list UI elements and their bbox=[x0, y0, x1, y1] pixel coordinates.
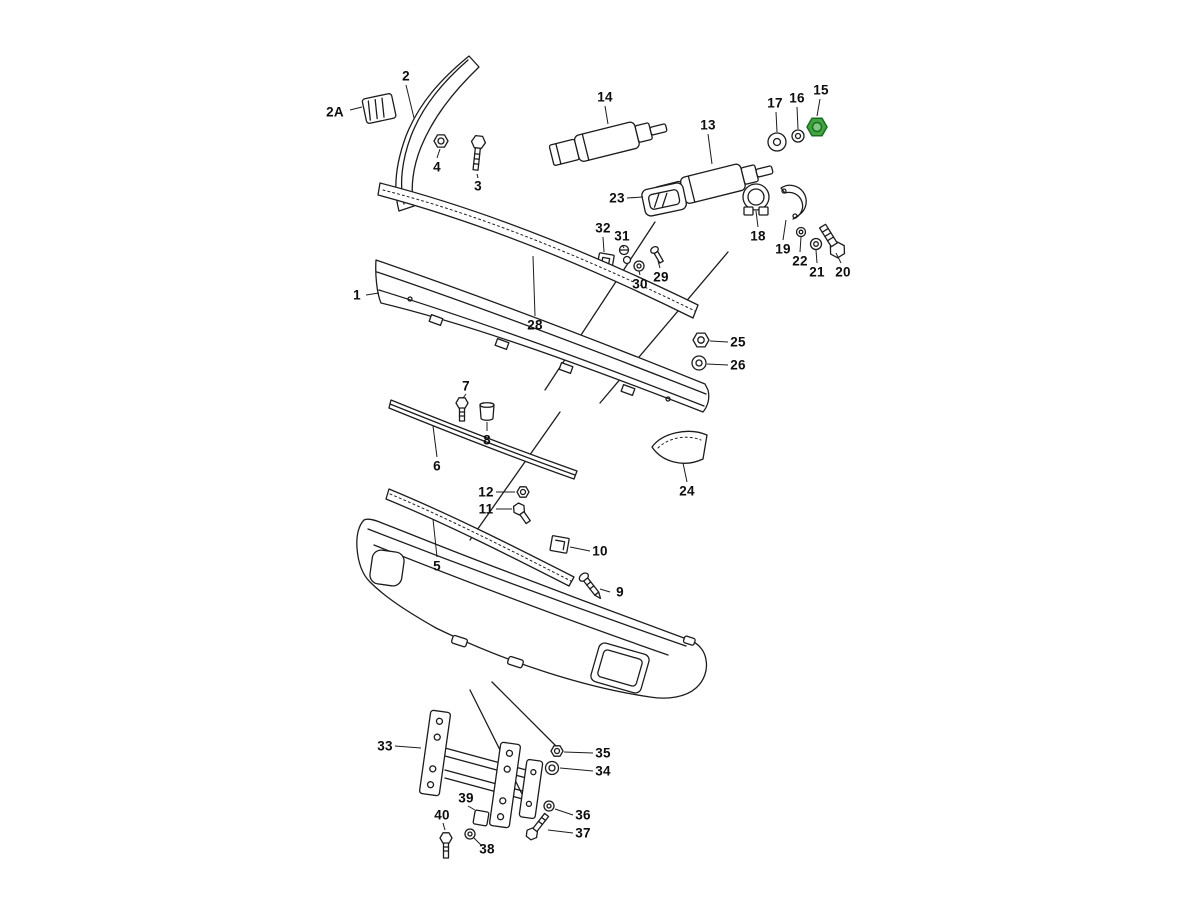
part-25-nut bbox=[692, 332, 710, 348]
leader-line-24 bbox=[682, 462, 688, 483]
leader-line-36 bbox=[554, 808, 574, 816]
leader-line-29 bbox=[657, 260, 661, 269]
part-4-nut bbox=[433, 134, 449, 148]
leader-line-9 bbox=[599, 588, 611, 593]
part-34-washer bbox=[544, 760, 560, 776]
lower-bumper-cover bbox=[356, 518, 708, 699]
part-38-washer bbox=[464, 828, 476, 840]
leader-line-5 bbox=[432, 518, 438, 558]
part-35-nut bbox=[550, 745, 564, 757]
leader-line-10 bbox=[569, 546, 591, 552]
part-22-washer bbox=[795, 226, 807, 238]
part-17-washer bbox=[767, 132, 787, 152]
part-37-bolt bbox=[525, 812, 550, 841]
part-19-clamp-bracket bbox=[780, 184, 807, 220]
leader-line-26 bbox=[706, 363, 729, 366]
leader-line-32 bbox=[602, 236, 605, 253]
leader-lines bbox=[349, 84, 842, 846]
part-31-screw bbox=[618, 244, 632, 265]
leader-line-3 bbox=[476, 173, 479, 179]
leader-line-2 bbox=[405, 84, 415, 119]
leader-line-31 bbox=[621, 244, 625, 249]
part-5-lower-strip bbox=[385, 488, 575, 587]
leader-line-18 bbox=[755, 210, 759, 228]
part-12-nut bbox=[516, 486, 530, 498]
part-29-screw bbox=[650, 246, 664, 264]
leader-line-23 bbox=[626, 196, 644, 199]
leader-line-21 bbox=[815, 249, 818, 264]
leader-line-19 bbox=[782, 219, 787, 241]
part-8-buffer bbox=[479, 402, 495, 421]
part-30-washer bbox=[633, 260, 645, 272]
part-14-shock-absorber bbox=[548, 121, 668, 166]
part-1-bumper bbox=[375, 259, 710, 413]
part-40-bolt bbox=[439, 832, 453, 859]
part-36-washer bbox=[543, 800, 555, 812]
part-18-clamp-ring bbox=[742, 183, 770, 216]
part-7-bolt bbox=[455, 397, 469, 422]
part-3-bolt bbox=[470, 134, 487, 171]
part-2a-end-cap bbox=[361, 93, 397, 124]
leader-line-4 bbox=[436, 148, 441, 159]
part-28-spoiler-strip bbox=[377, 182, 699, 319]
part-15-nut-highlighted bbox=[806, 117, 828, 137]
part-39-clip-nut bbox=[472, 809, 490, 827]
part-24-end-piece bbox=[651, 430, 708, 464]
leader-line-40 bbox=[442, 822, 446, 831]
part-21-washer bbox=[809, 237, 823, 251]
leader-line-13 bbox=[707, 133, 713, 165]
part-11-bolt bbox=[512, 502, 531, 525]
part-10-clip bbox=[549, 535, 570, 554]
part-23-mounting-plate bbox=[641, 182, 687, 217]
leader-line-30 bbox=[638, 270, 641, 276]
part-16-washer bbox=[791, 129, 805, 143]
leader-line-28 bbox=[532, 255, 536, 317]
part-26-washer bbox=[691, 355, 707, 371]
leader-line-6 bbox=[432, 425, 438, 458]
part-33-license-bracket bbox=[418, 709, 544, 829]
leader-line-14 bbox=[604, 105, 609, 125]
leader-line-34 bbox=[559, 767, 594, 772]
leader-line-22 bbox=[799, 236, 802, 253]
leader-line-37 bbox=[547, 829, 574, 834]
leader-line-7 bbox=[462, 393, 467, 399]
leader-line-20 bbox=[835, 252, 842, 264]
leader-line-39 bbox=[467, 805, 476, 811]
license-plate-recess bbox=[590, 642, 650, 694]
part-9-screw bbox=[578, 572, 602, 600]
part-20-bolt bbox=[818, 223, 846, 259]
part-2-trim-strip bbox=[395, 55, 480, 212]
leader-line-17 bbox=[775, 111, 778, 133]
leader-line-25 bbox=[709, 340, 729, 343]
leader-line-35 bbox=[563, 751, 594, 754]
leader-line-16 bbox=[796, 106, 799, 130]
leader-line-1 bbox=[365, 292, 380, 296]
leader-line-15 bbox=[816, 98, 821, 117]
leader-line-33 bbox=[394, 745, 422, 749]
part-6-impact-strip bbox=[388, 399, 578, 480]
leader-line-2A bbox=[349, 106, 363, 111]
leader-line-38 bbox=[473, 837, 482, 846]
